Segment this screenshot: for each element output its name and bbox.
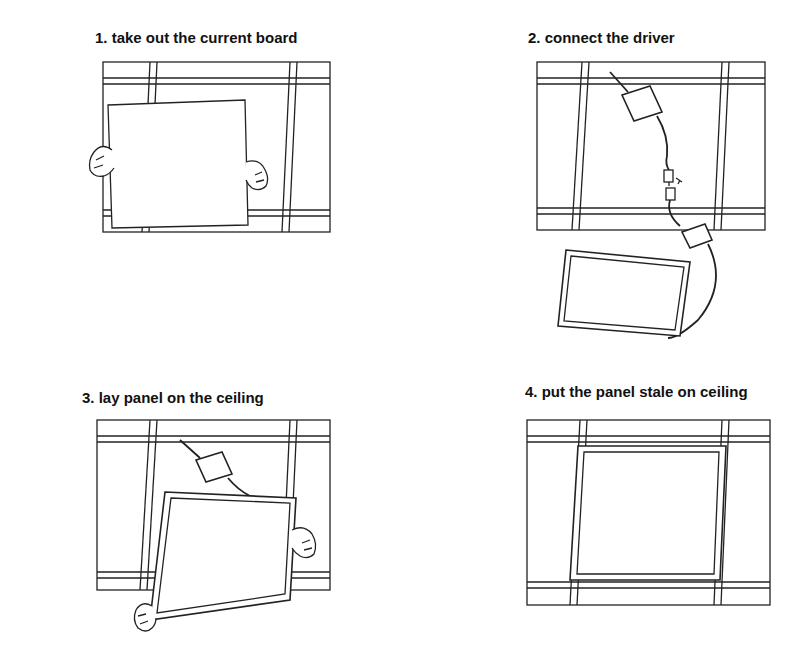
hand	[134, 604, 156, 631]
step-title: 1. take out the current board	[95, 29, 298, 46]
ceiling-board	[108, 100, 248, 228]
step-title: 4. put the panel stale on ceiling	[525, 383, 748, 400]
led-panel	[570, 446, 726, 580]
ceiling-grid	[103, 62, 330, 232]
step-title: 2. connect the driver	[528, 29, 675, 46]
hand	[90, 146, 115, 176]
ceiling-grid	[527, 420, 770, 605]
step-title: 3. lay panel on the ceiling	[82, 389, 264, 406]
led-panel	[150, 492, 296, 620]
led-panel	[558, 250, 690, 336]
hand	[292, 528, 316, 558]
ceiling-grid	[537, 62, 765, 230]
driver-wiring	[180, 440, 250, 496]
hand	[246, 161, 268, 190]
